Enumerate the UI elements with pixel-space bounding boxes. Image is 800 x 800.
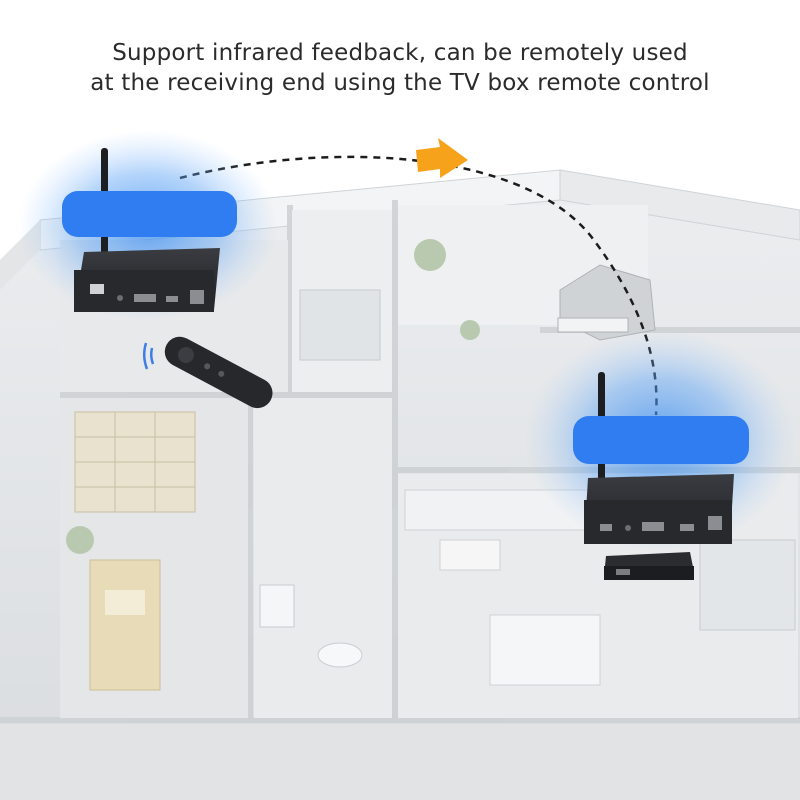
headline: Support infrared feedback, can be remote… — [0, 38, 800, 98]
piano — [557, 264, 656, 341]
bookshelf — [74, 411, 196, 513]
plant-icon — [66, 239, 480, 554]
remote-control — [143, 336, 273, 409]
desk — [89, 559, 161, 691]
receiver-label-pill — [573, 416, 749, 464]
headline-line-1: Support infrared feedback, can be remote… — [112, 40, 688, 66]
arrow-right-icon — [416, 138, 468, 178]
transmitter-label-pill — [62, 191, 237, 237]
tv-box — [604, 552, 694, 580]
bathroom — [259, 584, 363, 668]
headline-line-2: at the receiving end using the TV box re… — [90, 70, 710, 96]
